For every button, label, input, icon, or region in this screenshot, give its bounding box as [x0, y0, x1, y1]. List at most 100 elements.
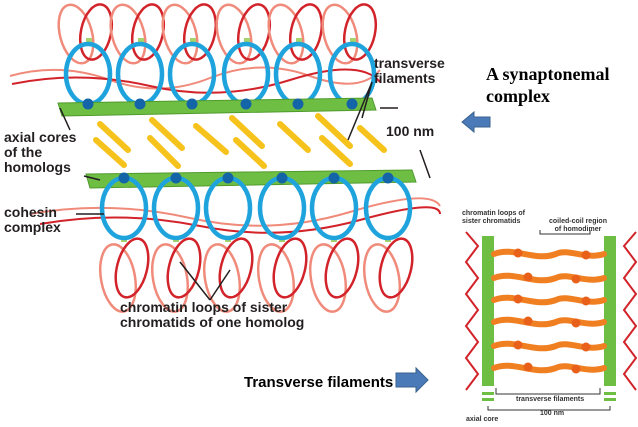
chromatin-loop — [321, 3, 359, 65]
inset-filament-head — [523, 272, 533, 282]
loop-anchor — [86, 38, 92, 44]
scale-label: 100 nm — [386, 123, 435, 139]
cohesin-node — [134, 98, 146, 110]
inset-filament-head — [581, 250, 591, 260]
inset-core-dash — [482, 398, 494, 401]
transverse-filaments-label: transverse filaments — [374, 55, 445, 86]
leader-line — [83, 175, 101, 181]
inset-core-dash — [482, 392, 494, 395]
cohesin-node — [328, 172, 340, 184]
cohesin-node — [292, 98, 304, 110]
transverse-filament — [319, 135, 353, 167]
leader-line — [59, 107, 71, 131]
transverse-filament — [93, 137, 127, 168]
arrow-right-icon — [395, 366, 429, 394]
transverse-filament — [315, 113, 353, 149]
chromatin-loops-label: chromatin loops of sister chromatids of … — [120, 299, 305, 330]
inset-scale-label: 100 nm — [540, 410, 565, 417]
inset-filament-head — [513, 340, 523, 350]
chromatin-strand — [9, 66, 381, 90]
cohesin-node — [82, 98, 94, 110]
inset-core-dash — [604, 392, 616, 395]
transverse-filament — [147, 135, 181, 169]
transverse-filaments-callout: Transverse filaments — [244, 374, 394, 391]
inset-chromatin — [622, 231, 638, 391]
loop-anchor — [244, 38, 250, 44]
cohesin-node — [118, 172, 130, 184]
inset-axial-core — [604, 236, 616, 386]
cohesin-complex-label: cohesin complex — [4, 204, 61, 235]
chromatin-loop — [342, 3, 378, 61]
inset-filament-head — [581, 296, 591, 306]
chromatin-loop — [57, 3, 95, 65]
transverse-filament — [229, 115, 265, 149]
chromatin-loop — [202, 243, 242, 313]
inset-filament-head — [523, 362, 533, 372]
loop-anchor — [296, 38, 302, 44]
transverse-filament — [193, 123, 229, 155]
cohesin-node — [346, 98, 358, 110]
transverse-filament — [97, 121, 131, 153]
inset-filament-head — [581, 342, 591, 352]
axial-core-top — [57, 97, 377, 117]
arrow-left-icon — [461, 110, 491, 134]
inset-chromatin-loops-label: chromatin loops of sister chromatids — [462, 210, 525, 225]
inset-bracket — [487, 406, 611, 411]
cohesin-node — [276, 172, 288, 184]
inset-filament — [491, 272, 607, 284]
inset-filament-head — [513, 294, 523, 304]
chromatin-loop — [98, 243, 138, 313]
chromatin-strand — [29, 197, 441, 227]
inset-filament-head — [571, 318, 581, 328]
chromatin-loop — [114, 237, 150, 299]
cohesin-node — [222, 172, 234, 184]
transverse-filament — [149, 117, 185, 151]
cohesin-ring — [203, 175, 253, 241]
chromatin-loop — [308, 243, 348, 313]
axial-cores-label: axial cores of the homologs — [4, 129, 77, 175]
loop-anchor — [138, 38, 144, 44]
inset-axial-core-label: axial core — [466, 416, 499, 423]
cohesin-node — [382, 172, 394, 184]
chromatin-loop — [215, 3, 253, 65]
leader-line — [209, 269, 231, 301]
chromatin-loop — [378, 237, 414, 299]
chromatin-loop — [272, 237, 308, 299]
leader-line — [347, 81, 373, 141]
transverse-filament — [277, 121, 311, 153]
chromatin-loop — [166, 237, 202, 299]
transverse-filaments-inset — [464, 230, 638, 411]
inset-filament — [491, 316, 607, 328]
inset-transverse-filaments-label: transverse filaments — [516, 396, 585, 403]
inset-bracket — [495, 388, 601, 395]
transverse-filament — [233, 137, 267, 169]
synaptonemal-complex-diagram — [9, 3, 441, 313]
inset-chromatin — [464, 231, 480, 391]
transverse-filament — [357, 125, 387, 153]
chromatin-loop — [182, 3, 218, 61]
synaptonemal-complex-title: A synaptonemal complex — [486, 64, 610, 106]
inset-filament-head — [513, 248, 523, 258]
loop-anchor — [350, 38, 356, 44]
leader-line — [361, 81, 373, 119]
scale-bracket — [380, 107, 431, 179]
loop-anchor — [190, 38, 196, 44]
chromatin-loop — [218, 237, 254, 299]
chromatin-loop — [362, 243, 402, 313]
chromatin-loop — [161, 3, 199, 65]
cohesin-node — [170, 172, 182, 184]
inset-core-dash — [604, 398, 616, 401]
chromatin-loop — [150, 243, 190, 313]
inset-filament-head — [523, 316, 533, 326]
leader-line — [179, 261, 211, 301]
chromatin-loop — [256, 243, 296, 313]
cohesin-node — [186, 98, 198, 110]
chromatin-loop — [109, 3, 147, 65]
chromatin-loop — [267, 3, 305, 65]
inset-filament — [491, 362, 607, 374]
inset-filament-head — [571, 364, 581, 374]
chromatin-loop — [288, 3, 324, 61]
arrows — [395, 110, 491, 394]
cohesin-ring — [257, 175, 307, 241]
inset-axial-core — [482, 236, 494, 386]
